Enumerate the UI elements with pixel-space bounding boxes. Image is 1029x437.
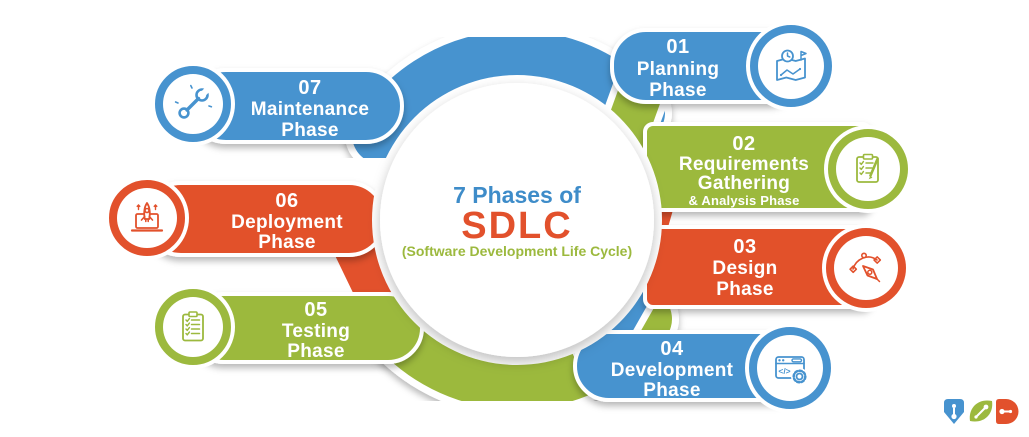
- phase-04-number: 04: [660, 338, 684, 360]
- phase-03-title1: Design: [712, 258, 777, 279]
- deployment-rocket-laptop-icon: [130, 202, 164, 232]
- phase-01-label: 01 Planning Phase: [637, 36, 720, 101]
- phase-02-subtitle: & Analysis Phase: [688, 193, 799, 208]
- phase-05-label: 05 Testing Phase: [282, 299, 350, 362]
- requirements-clipboard-pencil-icon: [856, 153, 879, 183]
- center-title-line3: (Software Development Life Cycle): [402, 243, 632, 259]
- phase-05-title2: Phase: [287, 341, 344, 362]
- phase-05-icon-bg: [163, 297, 223, 357]
- center-title: 7 Phases of SDLC (Software Development L…: [402, 182, 632, 259]
- phase-07-title1: Maintenance: [251, 99, 369, 120]
- phase-04-label: 04 Development Phase: [611, 338, 734, 401]
- phase-02-number: 02: [732, 133, 755, 155]
- phase-05-medallion: [151, 285, 235, 369]
- top-connector-ribbon: [345, 23, 672, 171]
- svg-text:</>: </>: [778, 366, 790, 376]
- phase-03-number: 03: [733, 236, 756, 258]
- phase-07-title2: Phase: [281, 120, 338, 141]
- phase-06-label: 06 Deployment Phase: [231, 190, 343, 253]
- logo-glyph-orange: [996, 399, 1019, 424]
- phase-06-title1: Deployment: [231, 212, 343, 233]
- phase-05-title1: Testing: [282, 321, 350, 342]
- phase-03-title2: Phase: [716, 279, 773, 300]
- phase-05-number: 05: [304, 299, 327, 321]
- phase-02-medallion: [824, 125, 912, 213]
- phase-07-label: 07 Maintenance Phase: [251, 77, 369, 141]
- phase-06-medallion: [105, 176, 189, 260]
- phase-02-label: 02 Requirements Gathering & Analysis Pha…: [679, 133, 809, 208]
- phase-02-title2: Gathering: [698, 173, 790, 194]
- maintenance-wrench-icon: [174, 84, 213, 119]
- phase-07-number: 07: [298, 77, 321, 99]
- phase-02-icon-bg: [836, 137, 900, 201]
- phase-01-medallion: [746, 21, 836, 111]
- center-circle: [380, 83, 654, 357]
- phase-03-label: 03 Design Phase: [712, 236, 777, 300]
- development-code-window-gear-icon: </>: [775, 356, 808, 385]
- brand-logo: [944, 399, 1019, 424]
- phase-01-title1: Planning: [637, 59, 720, 80]
- planning-map-clock-flag-icon: [776, 49, 807, 81]
- phase-02-title1: Requirements: [679, 154, 809, 175]
- design-pen-tool-icon: [849, 252, 882, 283]
- phase-06-number: 06: [275, 190, 298, 212]
- logo-glyph-blue: [944, 399, 964, 424]
- phase-04-title2: Phase: [643, 380, 700, 401]
- logo-glyph-green: [969, 400, 993, 422]
- phase-01-number: 01: [666, 36, 689, 58]
- center-title-line1: 7 Phases of: [453, 182, 581, 208]
- phase-04-icon-bg: [757, 335, 823, 401]
- center-title-line2: SDLC: [461, 205, 572, 247]
- phase-06-title2: Phase: [258, 232, 315, 253]
- testing-checklist-icon: [182, 311, 204, 342]
- phase-03-medallion: [822, 224, 910, 312]
- phase-01-icon-bg: [758, 33, 824, 99]
- phase-04-medallion: </>: [745, 323, 835, 413]
- phase-01-title2: Phase: [649, 80, 706, 101]
- phase-04-title1: Development: [611, 360, 734, 381]
- phase-07-medallion: [151, 62, 235, 146]
